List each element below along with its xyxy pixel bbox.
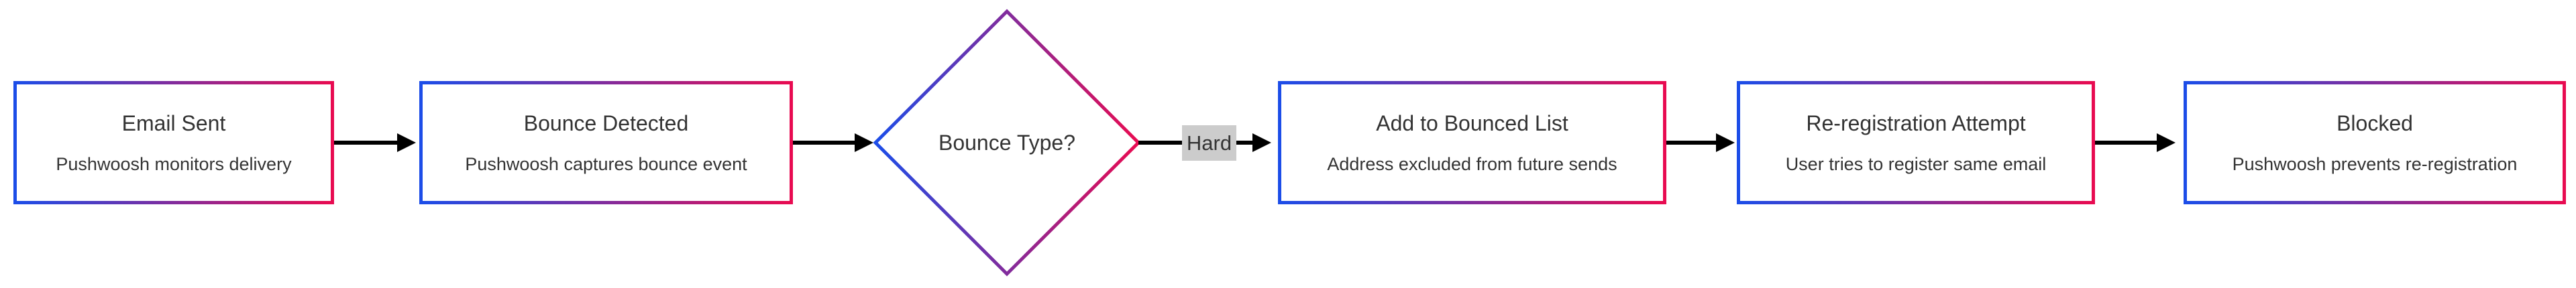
edge-line-bounce-to-decision xyxy=(793,141,855,145)
node-bounce-detected: Bounce Detected Pushwoosh captures bounc… xyxy=(419,81,793,204)
node-title: Add to Bounced List xyxy=(1376,111,1568,135)
node-subtitle: User tries to register same email xyxy=(1785,154,2047,174)
arrowhead-icon xyxy=(855,133,873,152)
edge-line-bounced-list-to-reregistration xyxy=(1666,141,1716,145)
node-title: Bounce Detected xyxy=(523,111,689,135)
node-subtitle: Pushwoosh captures bounce event xyxy=(465,154,747,174)
node-subtitle: Address excluded from future sends xyxy=(1327,154,1617,174)
edge-label-hard: Hard xyxy=(1182,125,1236,161)
edge-line-email-to-bounce xyxy=(334,141,397,145)
node-subtitle: Pushwoosh monitors delivery xyxy=(56,154,292,174)
node-re-registration-attempt: Re-registration Attempt User tries to re… xyxy=(1737,81,2095,204)
decision-diamond-shape xyxy=(873,9,1141,277)
node-title: Re-registration Attempt xyxy=(1806,111,2026,135)
node-subtitle: Pushwoosh prevents re-registration xyxy=(2232,154,2518,174)
node-blocked: Blocked Pushwoosh prevents re-registrati… xyxy=(2184,81,2566,204)
node-title: Email Sent xyxy=(121,111,226,135)
edge-line-reregistration-to-blocked xyxy=(2095,141,2157,145)
arrowhead-icon xyxy=(1252,133,1271,152)
arrowhead-icon xyxy=(1716,133,1735,152)
node-title: Blocked xyxy=(2337,111,2413,135)
arrowhead-icon xyxy=(397,133,416,152)
node-add-to-bounced-list: Add to Bounced List Address excluded fro… xyxy=(1278,81,1666,204)
node-email-sent: Email Sent Pushwoosh monitors delivery xyxy=(13,81,334,204)
node-bounce-type: Bounce Type? xyxy=(938,130,1075,155)
arrowhead-icon xyxy=(2157,133,2176,152)
